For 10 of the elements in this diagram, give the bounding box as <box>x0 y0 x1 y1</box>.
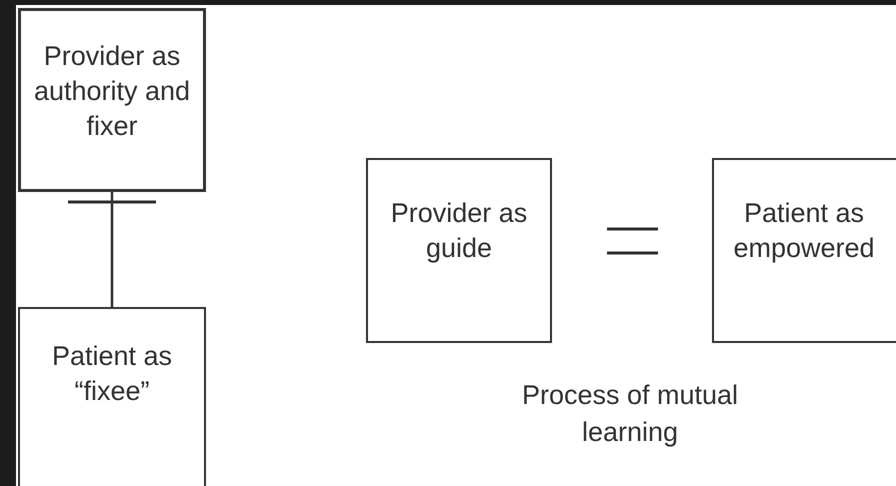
text-box <box>18 8 206 192</box>
box-text: Patient as empowered <box>732 197 876 265</box>
connector-line <box>66 192 158 307</box>
box-text: Provider as authority and fixer <box>32 40 192 143</box>
box-text: Provider as guide <box>390 197 528 265</box>
text-box <box>366 158 552 343</box>
box-text: Patient as “fixee” <box>50 340 174 408</box>
text-box <box>18 307 206 486</box>
caption-text: Process of mutual learning <box>520 379 740 449</box>
text-box <box>712 158 896 343</box>
